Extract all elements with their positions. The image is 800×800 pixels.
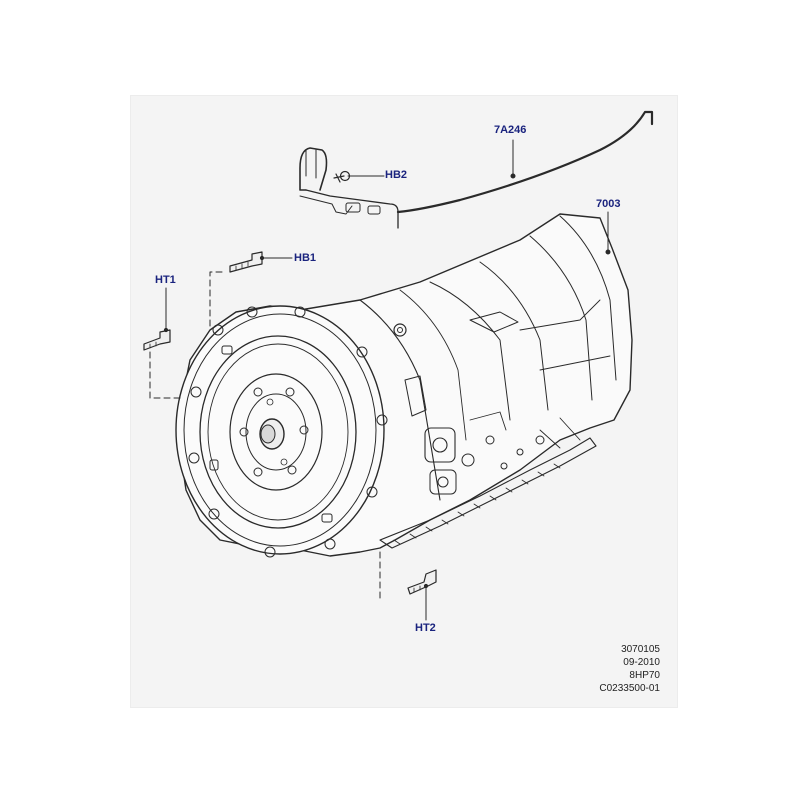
callout-hb1: HB1 — [294, 252, 317, 264]
ref-date: 09-2010 — [623, 657, 660, 668]
callout-ht2: HT2 — [415, 622, 436, 634]
bolt-hb2 — [333, 170, 351, 183]
callout-7a246: 7A246 — [494, 124, 527, 136]
leader-lines — [163, 139, 611, 621]
stud-ht2 — [407, 569, 437, 595]
reference-block: 3070105 09-2010 8HP70 C0233500-01 — [599, 643, 660, 695]
leader-ht1-dash — [149, 351, 183, 399]
callout-hb2: HB2 — [385, 169, 408, 181]
torque-converter — [199, 335, 357, 529]
bolt-hb1 — [229, 251, 263, 273]
leader-hb1-dash — [209, 271, 223, 327]
pipe-7a246 — [299, 110, 654, 229]
callout-7003: 7003 — [596, 198, 621, 210]
stud-ht1 — [143, 329, 171, 351]
ref-illustration-number: 3070105 — [621, 644, 660, 655]
ref-model: 8HP70 — [629, 670, 660, 681]
callout-ht1: HT1 — [155, 274, 176, 286]
ref-part-code: C0233500-01 — [599, 683, 660, 694]
